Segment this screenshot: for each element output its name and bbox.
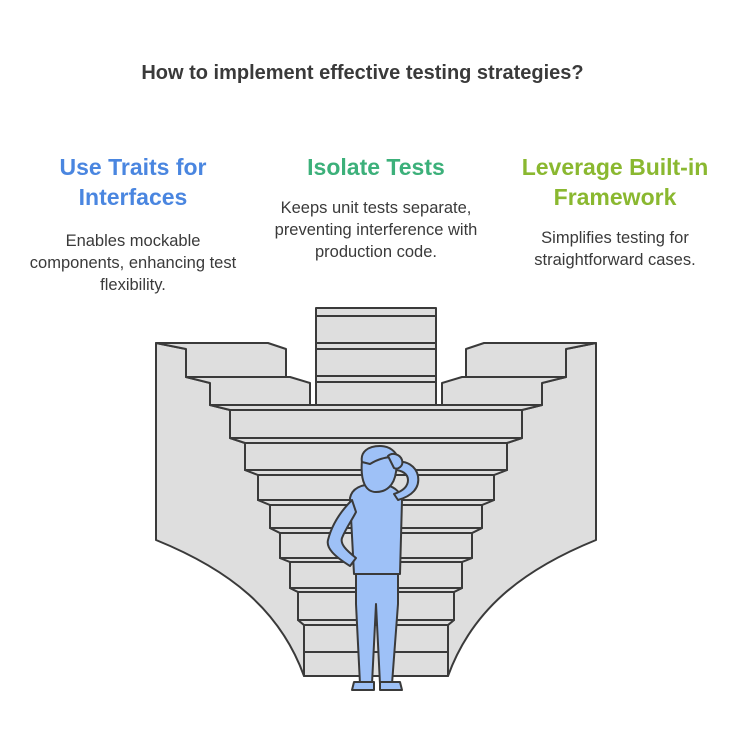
page-title: How to implement effective testing strat… — [141, 62, 584, 84]
strategy-heading-isolate: Isolate Tests — [307, 154, 445, 180]
thinking-person-icon — [326, 445, 420, 691]
strategy-description-framework: Simplifies testing for straightforward c… — [534, 229, 696, 269]
center-tower — [315, 307, 437, 406]
strategy-heading-framework: Leverage Built-in Framework — [521, 154, 709, 210]
center-step-bottom — [303, 651, 449, 677]
strategy-heading-traits: Use Traits for Interfaces — [59, 154, 207, 210]
center-step-1-riser — [229, 409, 523, 439]
strategy-description-isolate: Keeps unit tests separate, preventing in… — [274, 199, 478, 261]
strategy-description-traits: Enables mockable components, enhancing t… — [29, 232, 237, 294]
